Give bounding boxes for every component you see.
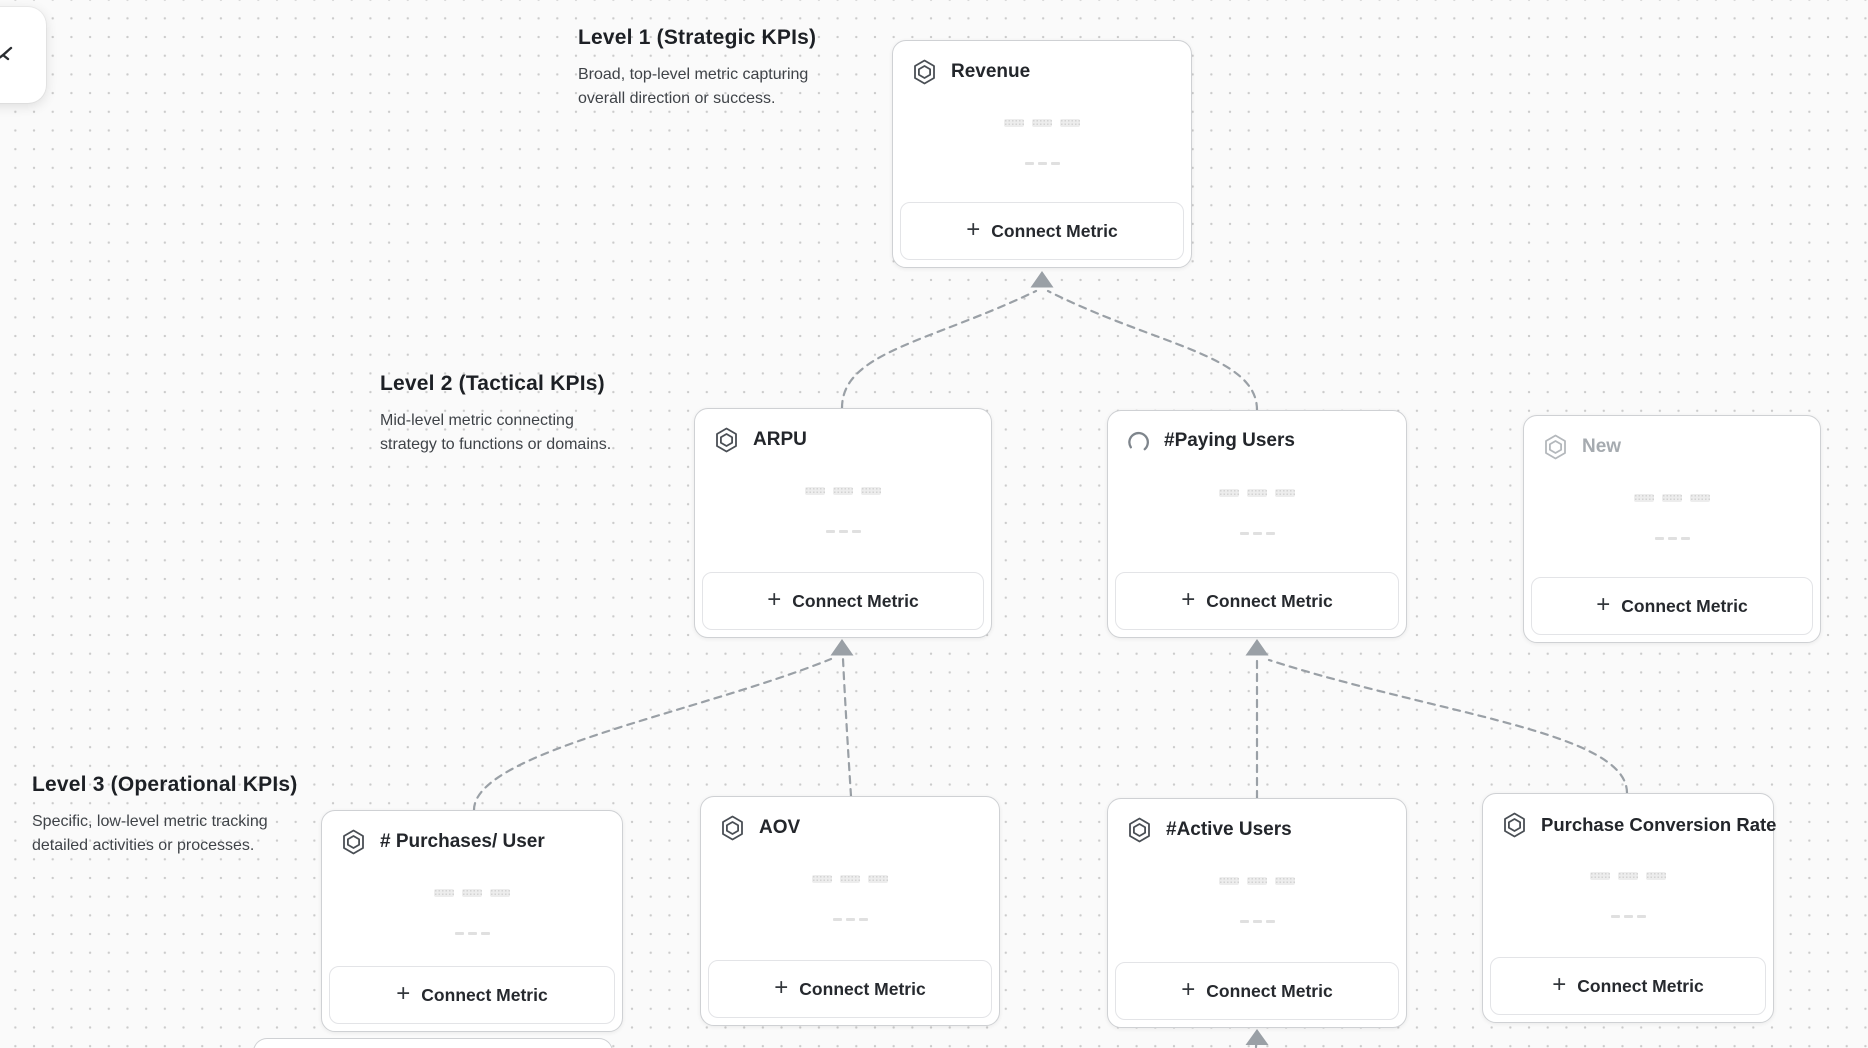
cursor-tool-icon: [0, 46, 13, 61]
edge-offscreen-activeusers: [1254, 1034, 1259, 1048]
metric-title: Revenue: [951, 61, 1031, 82]
metric-card-revenue[interactable]: Revenue + Connect Metric: [892, 40, 1192, 268]
edge-purchases-arpu: [472, 657, 833, 812]
level-3-title: Level 3 (Operational KPIs): [32, 773, 298, 796]
connect-metric-label: Connect Metric: [1206, 980, 1333, 1001]
skeleton-dashes: [1483, 915, 1773, 918]
metric-hexagon-icon: [1504, 812, 1525, 838]
card-header: New: [1524, 416, 1820, 461]
card-header: #Paying Users: [1108, 411, 1406, 454]
connect-metric-label: Connect Metric: [792, 590, 919, 611]
edge-payingusers-revenue: [1046, 289, 1259, 412]
connect-metric-button[interactable]: + Connect Metric: [1490, 957, 1766, 1015]
skeleton-bars: [1483, 872, 1773, 880]
metric-hexagon-icon: [1545, 434, 1566, 460]
spinner-icon: [1128, 431, 1149, 451]
level-3-description: Specific, low-level metric tracking deta…: [32, 813, 268, 854]
metric-card-purchase-conversion-rate[interactable]: Purchase Conversion Rate + Connect Metri…: [1482, 793, 1777, 1023]
metric-hexagon-icon: [343, 829, 364, 855]
plus-icon: +: [1181, 586, 1196, 613]
metric-title: #Active Users: [1166, 819, 1292, 840]
connect-metric-button[interactable]: + Connect Metric: [1115, 572, 1399, 630]
metric-title: New: [1582, 436, 1622, 457]
connect-metric-button[interactable]: + Connect Metric: [708, 960, 992, 1018]
metric-hexagon-icon: [914, 59, 935, 85]
connect-metric-label: Connect Metric: [421, 984, 548, 1005]
skeleton-dashes: [695, 530, 991, 533]
level-1-label: Level 1 (Strategic KPIs) Broad, top-leve…: [578, 26, 830, 111]
skeleton-dashes: [1108, 532, 1406, 535]
level-2-label: Level 2 (Tactical KPIs) Mid-level metric…: [380, 372, 628, 457]
arrowhead-revenue: [1030, 271, 1054, 288]
skeleton-dashes: [322, 932, 622, 935]
plus-icon: +: [1181, 976, 1196, 1003]
plus-icon: +: [396, 980, 411, 1007]
metric-hexagon-icon: [1129, 817, 1150, 843]
connect-metric-label: Connect Metric: [1621, 595, 1748, 616]
level-2-title: Level 2 (Tactical KPIs): [380, 372, 605, 395]
skeleton-bars: [695, 487, 991, 495]
skeleton-dashes: [893, 162, 1191, 165]
skeleton-bars: [322, 889, 622, 897]
connect-metric-button[interactable]: + Connect Metric: [702, 572, 984, 630]
metric-card-paying-users[interactable]: #Paying Users + Connect Metric: [1107, 410, 1407, 638]
level-1-title: Level 1 (Strategic KPIs): [578, 26, 817, 49]
skeleton-bars: [1108, 489, 1406, 497]
connect-metric-button[interactable]: + Connect Metric: [900, 202, 1184, 260]
connect-metric-label: Connect Metric: [1577, 975, 1704, 996]
connect-metric-button[interactable]: + Connect Metric: [1531, 577, 1813, 635]
partial-metric-card[interactable]: [253, 1038, 613, 1048]
card-header: ARPU: [695, 409, 991, 454]
metric-card-aov[interactable]: AOV + Connect Metric: [700, 796, 1000, 1026]
plus-icon: +: [966, 216, 981, 243]
plus-icon: +: [1596, 591, 1611, 618]
card-header: Purchase Conversion Rate: [1483, 794, 1777, 839]
connect-metric-button[interactable]: + Connect Metric: [1115, 962, 1399, 1020]
edge-pcr-payingusers: [1267, 658, 1629, 795]
level-3-label: Level 3 (Operational KPIs) Specific, low…: [32, 773, 297, 858]
arrowhead-payingusers: [1245, 639, 1269, 656]
connect-metric-button[interactable]: + Connect Metric: [329, 966, 615, 1024]
metric-card-arpu[interactable]: ARPU + Connect Metric: [694, 408, 992, 638]
metric-title: ARPU: [753, 429, 807, 450]
metric-title: Purchase Conversion Rate: [1541, 814, 1777, 835]
skeleton-bars: [893, 119, 1191, 127]
level-2-description: Mid-level metric connecting strategy to …: [380, 412, 612, 453]
edge-aov-arpu: [841, 657, 853, 798]
metric-card-new[interactable]: New + Connect Metric: [1523, 415, 1821, 643]
metric-card-active-users[interactable]: #Active Users + Connect Metric: [1107, 798, 1407, 1028]
plus-icon: +: [774, 974, 789, 1001]
arrowhead-arpu: [830, 639, 854, 656]
connect-metric-label: Connect Metric: [1206, 590, 1333, 611]
metric-title: AOV: [759, 817, 801, 838]
card-header: AOV: [701, 797, 999, 842]
plus-icon: +: [767, 586, 782, 613]
skeleton-bars: [701, 875, 999, 883]
edge-arpu-revenue: [840, 289, 1038, 410]
skeleton-dashes: [701, 918, 999, 921]
skeleton-dashes: [1108, 920, 1406, 923]
metric-title: #Paying Users: [1164, 430, 1295, 451]
skeleton-bars: [1108, 877, 1406, 885]
level-1-description: Broad, top-level metric capturing overal…: [578, 66, 809, 107]
metric-hexagon-icon: [716, 427, 737, 453]
connect-metric-label: Connect Metric: [799, 978, 926, 999]
metric-hexagon-icon: [722, 815, 743, 841]
skeleton-bars: [1524, 494, 1820, 502]
arrowhead-activeusers: [1245, 1029, 1269, 1045]
connect-metric-label: Connect Metric: [991, 220, 1118, 241]
card-header: # Purchases/ User: [322, 811, 622, 856]
plus-icon: +: [1552, 971, 1567, 998]
card-header: #Active Users: [1108, 799, 1406, 844]
toolbar-panel[interactable]: [0, 7, 46, 103]
metric-title: # Purchases/ User: [380, 831, 545, 852]
card-header: Revenue: [893, 41, 1191, 86]
metric-card-purchases-per-user[interactable]: # Purchases/ User + Connect Metric: [321, 810, 623, 1032]
skeleton-dashes: [1524, 537, 1820, 540]
